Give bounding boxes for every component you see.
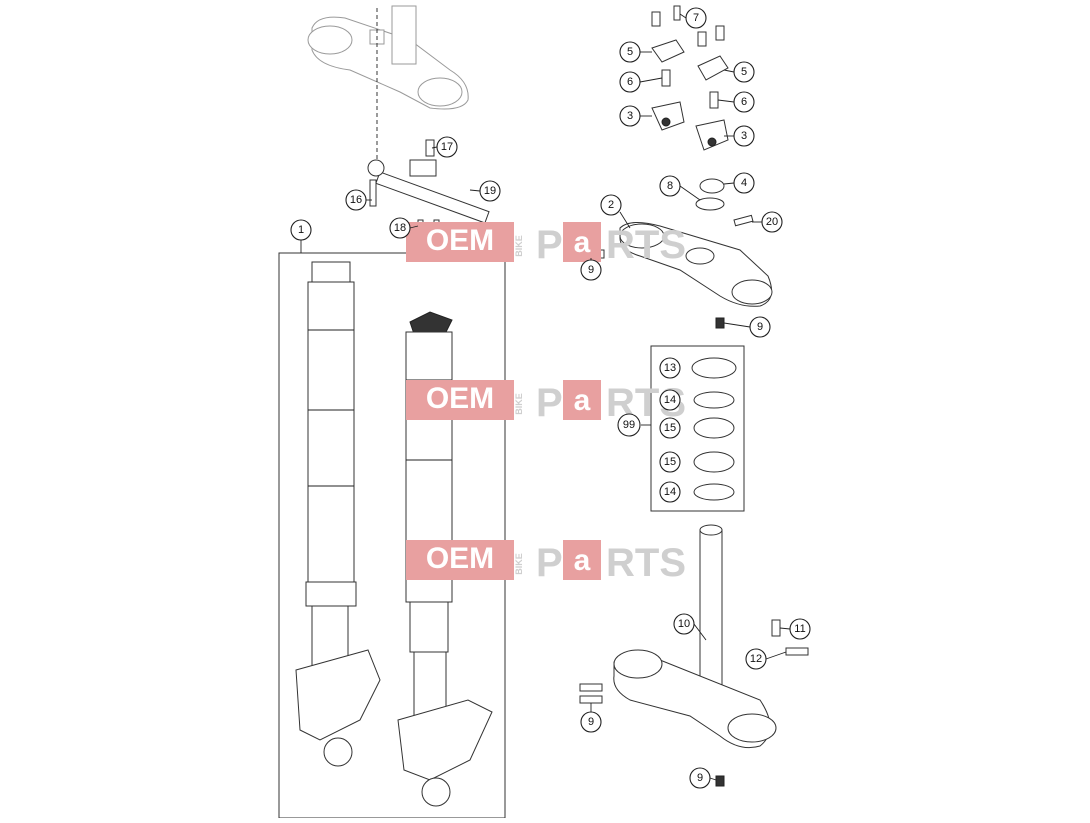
callout-6a: 6 xyxy=(619,71,641,93)
svg-text:BIKE: BIKE xyxy=(514,235,524,257)
svg-text:19: 19 xyxy=(484,185,496,197)
svg-text:8: 8 xyxy=(667,180,673,192)
watermark-row-1: OEM BIKE P a RTS xyxy=(406,222,686,267)
nut-icon xyxy=(695,178,754,227)
svg-text:12: 12 xyxy=(750,653,762,665)
steering-stem-icon xyxy=(579,524,809,787)
handlebar-clamp-icon xyxy=(651,39,729,151)
svg-text:11: 11 xyxy=(794,623,805,635)
svg-text:5: 5 xyxy=(741,66,747,78)
svg-text:BIKE: BIKE xyxy=(514,553,524,575)
callout-3a: 3 xyxy=(619,105,641,127)
callout-12: 12 xyxy=(745,648,767,670)
svg-text:2: 2 xyxy=(608,199,614,211)
callout-1: 1 xyxy=(290,219,312,241)
svg-text:5: 5 xyxy=(627,46,633,58)
callout-6b: 6 xyxy=(733,91,755,113)
watermark-row-3: OEM BIKE P a RTS xyxy=(406,540,686,585)
svg-text:3: 3 xyxy=(627,110,633,122)
svg-text:14: 14 xyxy=(664,394,676,406)
callout-5a: 5 xyxy=(619,41,641,63)
svg-text:BIKE: BIKE xyxy=(514,393,524,415)
svg-text:6: 6 xyxy=(741,96,747,108)
svg-text:18: 18 xyxy=(394,222,406,234)
svg-text:1: 1 xyxy=(298,224,304,236)
svg-text:17: 17 xyxy=(441,141,453,153)
callout-15b: 15 xyxy=(659,451,681,473)
svg-text:20: 20 xyxy=(766,216,778,228)
bolt-icon xyxy=(651,5,725,109)
callout-20: 20 xyxy=(761,211,783,233)
svg-text:P: P xyxy=(536,223,563,267)
callout-4: 4 xyxy=(733,172,755,194)
fork-leg-icon xyxy=(295,261,493,807)
callout-7: 7 xyxy=(685,7,707,29)
svg-text:9: 9 xyxy=(757,321,763,333)
callout-16: 16 xyxy=(345,189,367,211)
svg-text:a: a xyxy=(574,384,591,417)
svg-text:a: a xyxy=(574,226,591,259)
svg-text:7: 7 xyxy=(693,12,699,24)
svg-text:9: 9 xyxy=(588,716,594,728)
callout-17: 17 xyxy=(436,136,458,158)
svg-text:14: 14 xyxy=(664,486,676,498)
callout-2: 2 xyxy=(600,194,622,216)
callout-14b: 14 xyxy=(659,481,681,503)
svg-text:RTS: RTS xyxy=(606,223,686,267)
svg-text:9: 9 xyxy=(697,772,703,784)
callout-11: 11 xyxy=(789,618,811,640)
bearing-ring-icon xyxy=(691,357,737,501)
svg-text:99: 99 xyxy=(623,419,635,431)
upper-assembly-ghost xyxy=(307,5,469,110)
svg-text:15: 15 xyxy=(664,422,676,434)
callout-5b: 5 xyxy=(733,61,755,83)
svg-text:P: P xyxy=(536,381,563,425)
svg-text:9: 9 xyxy=(588,264,594,276)
svg-text:16: 16 xyxy=(350,194,362,206)
callout-9c: 9 xyxy=(580,711,602,733)
callout-9a: 9 xyxy=(580,259,602,281)
steering-damper-icon xyxy=(367,139,490,231)
callout-10: 10 xyxy=(673,613,695,635)
svg-text:a: a xyxy=(574,544,591,577)
svg-text:6: 6 xyxy=(627,76,633,88)
svg-text:OEM: OEM xyxy=(426,224,494,257)
watermark-row-2: OEM BIKE P a RTS xyxy=(406,380,686,425)
svg-text:3: 3 xyxy=(741,130,747,142)
callout-9b: 9 xyxy=(749,316,771,338)
callout-13: 13 xyxy=(659,357,681,379)
callout-9d: 9 xyxy=(689,767,711,789)
callout-8: 8 xyxy=(659,175,681,197)
svg-text:4: 4 xyxy=(741,177,747,189)
svg-text:15: 15 xyxy=(664,456,676,468)
svg-text:RTS: RTS xyxy=(606,541,686,585)
callout-14a: 14 xyxy=(659,389,681,411)
svg-text:10: 10 xyxy=(678,618,690,630)
svg-text:OEM: OEM xyxy=(426,542,494,575)
leader-lines xyxy=(300,13,791,781)
callout-99: 99 xyxy=(617,413,641,437)
svg-text:OEM: OEM xyxy=(426,382,494,415)
callout-15a: 15 xyxy=(659,417,681,439)
callout-18: 18 xyxy=(389,217,411,239)
svg-text:P: P xyxy=(536,541,563,585)
svg-text:13: 13 xyxy=(664,362,676,374)
callout-19: 19 xyxy=(479,180,501,202)
callout-3b: 3 xyxy=(733,125,755,147)
bearing-kit-frame xyxy=(650,345,745,512)
